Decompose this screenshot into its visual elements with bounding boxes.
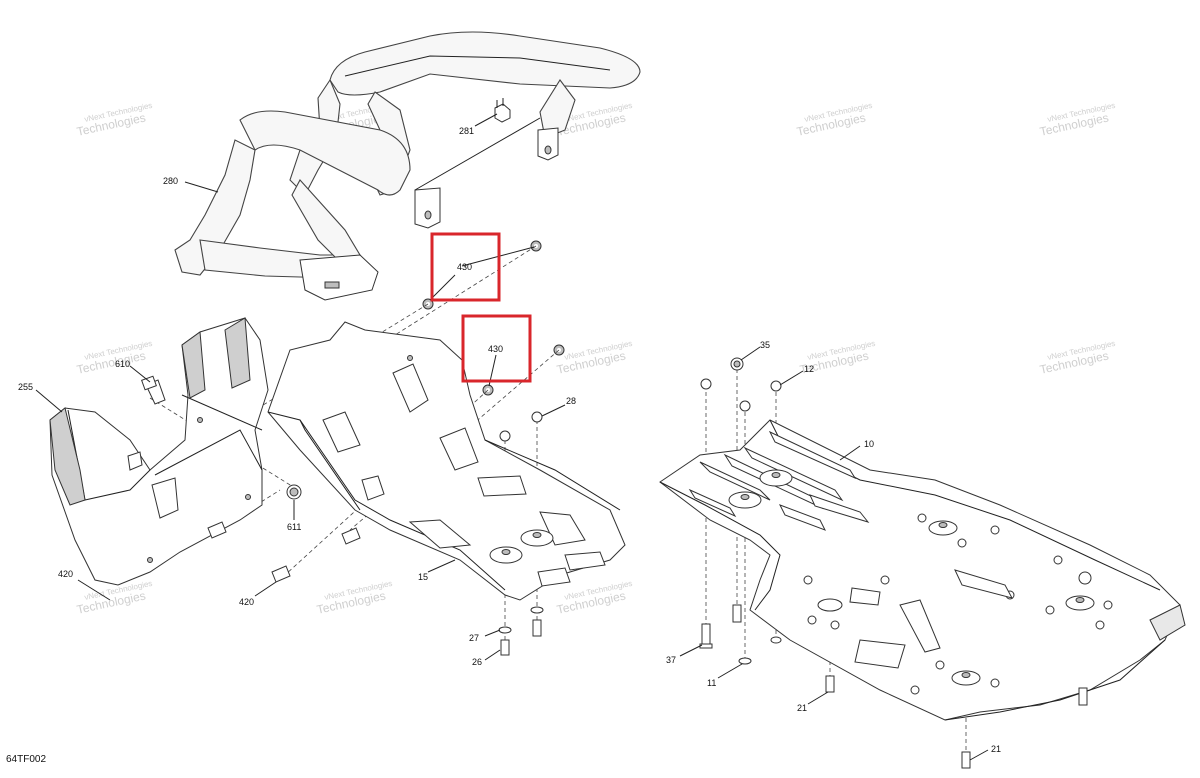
nut-part-35: [730, 357, 744, 371]
callout-430-upper: 430: [457, 262, 472, 272]
highlight-box-430-lower: [461, 314, 532, 383]
bolt-part-37: [699, 604, 742, 649]
callout-281: 281: [459, 126, 474, 136]
nut-part-12: [700, 378, 782, 412]
watermark: vNext Technologies Technologies: [75, 101, 153, 139]
callout-420-left: 420: [58, 569, 73, 579]
callout-26: 26: [472, 657, 482, 667]
callout-430-lower: 430: [488, 344, 503, 354]
watermark: vNext Technologies Technologies: [795, 101, 873, 139]
skid-plate-part-15: [267, 321, 626, 601]
watermark: vNext Technologies Technologies: [1038, 101, 1116, 139]
highlight-box-430-upper: [430, 232, 501, 302]
bolt-part-281: [494, 98, 511, 123]
washer-part-27: [498, 606, 544, 634]
callout-28: 28: [566, 396, 576, 406]
callout-420-mid: 420: [239, 597, 254, 607]
callout-255: 255: [18, 382, 33, 392]
washer-part-11: [738, 636, 782, 665]
callout-280: 280: [163, 176, 178, 186]
front-guard-part-255: [49, 317, 269, 586]
callout-21-left: 21: [797, 703, 807, 713]
bolt-part-21: [825, 675, 1088, 769]
callout-10: 10: [864, 439, 874, 449]
bolt-part-26: [500, 619, 542, 656]
watermark: vNext Technologies Technologies: [1038, 339, 1116, 377]
callout-37: 37: [666, 655, 676, 665]
callout-12: 12: [804, 364, 814, 374]
callout-35: 35: [760, 340, 770, 350]
nut-part-611: [286, 484, 302, 500]
watermark: vNext Technologies Technologies: [75, 339, 153, 377]
bumper-frame-part-280: [174, 31, 641, 301]
diagram-code: 64TF002: [6, 754, 47, 765]
callout-11: 11: [707, 678, 716, 688]
callout-21-right: 21: [991, 744, 1001, 754]
watermark: vNext Technologies Technologies: [555, 579, 633, 617]
callouts: 280 281 430 430 255 610 611 420 420 15 2…: [18, 126, 1001, 754]
callout-15: 15: [418, 572, 428, 582]
bolt-part-420: [207, 521, 361, 583]
leader-lines: [35, 113, 989, 761]
callout-610: 610: [115, 359, 130, 369]
skid-plate-part-10: [659, 419, 1186, 721]
nut-part-28: [499, 411, 543, 442]
callout-27: 27: [469, 633, 479, 643]
watermark: vNext Technologies Technologies: [315, 579, 393, 617]
stud-part-610: [141, 375, 166, 405]
watermark: vNext Technologies Technologies: [555, 339, 633, 377]
callout-611: 611: [287, 522, 301, 532]
